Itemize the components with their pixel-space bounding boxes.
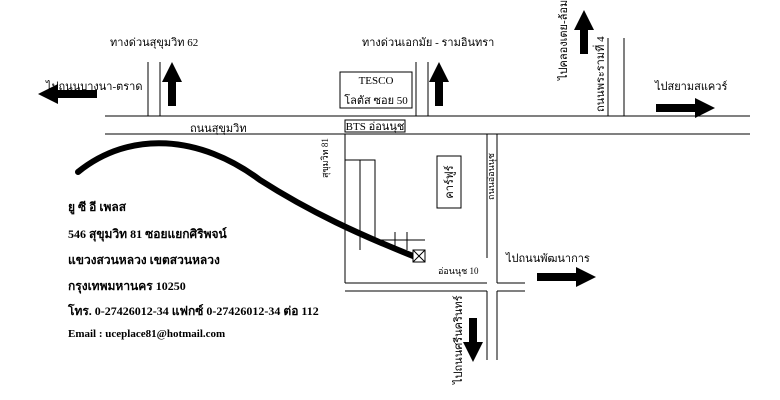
address-line-2: แขวงสวนหลวง เขตสวนหลวง	[68, 253, 220, 267]
arrow-right-phatthanakan-icon	[537, 267, 596, 287]
label-to-phatthanakan: ไปถนนพัฒนาการ	[505, 252, 590, 265]
label-sukhumvit-62: ทางด่วนสุขุมวิท 62	[110, 37, 198, 49]
arrow-down-srinakarin-icon	[463, 318, 483, 362]
label-on-nut-10: อ่อนนุช 10	[438, 266, 479, 277]
arrow-right-siam-icon	[656, 98, 715, 118]
label-soi-81: สุขุมวิท 81	[320, 138, 331, 178]
label-phra-ram-4: ถนนพระรามที่ 4	[592, 36, 607, 112]
destination-marker-icon	[412, 249, 426, 263]
label-to-srinakarin: ไปถนนศรีนครินทร์	[452, 295, 465, 385]
address-line-1: 546 สุขุมวิท 81 ซอยแยกศิริพจน์	[68, 227, 227, 241]
road-sukhumvit-62	[147, 62, 161, 116]
label-to-bangna-trat: ไปถนนบางนา-ตราด	[45, 80, 142, 93]
label-to-siam-square: ไปสยามสแควร์	[654, 80, 727, 93]
label-ekkamai-ramintra: ทางด่วนเอกมัย - รามอินทรา	[362, 37, 494, 49]
tesco-subtitle: โลตัส ซอย 50	[344, 93, 408, 107]
bts-box	[344, 119, 406, 133]
label-on-nut-road: ถนนอ่อนนุช	[486, 153, 497, 200]
road-ekkamai-ramintra	[415, 62, 429, 116]
label-to-klong-toei: ไปคลองเตย-ล้อม	[557, 0, 570, 81]
road-phra-ram-4	[607, 38, 625, 116]
address-phone: โทร. 0-27426012-34 แฟกซ์ 0-27426012-34 ต…	[68, 304, 319, 318]
arrow-up-ekkamai-icon	[429, 62, 449, 106]
address-name: ยู ซี อี เพลส	[68, 200, 127, 214]
address-line-3: กรุงเทพมหานคร 10250	[68, 279, 186, 293]
carrefour-box	[436, 155, 462, 209]
route-path	[75, 140, 421, 261]
arrow-up-klongtoei-icon	[574, 10, 594, 54]
tesco-title: TESCO	[359, 75, 394, 87]
arrow-left-bangna-icon	[38, 84, 97, 104]
tesco-box	[339, 71, 413, 109]
carrefour-label: คาร์ฟูร์	[443, 165, 456, 198]
road-phatthanakan	[345, 282, 525, 360]
arrow-up-soi62-icon	[162, 62, 182, 106]
address-email: Email : uceplace81@hotmail.com	[68, 328, 226, 340]
label-sukhumvit-road: ถนนสุขุมวิท	[190, 123, 247, 135]
bts-label: BTS อ่อนนุช	[346, 121, 405, 133]
